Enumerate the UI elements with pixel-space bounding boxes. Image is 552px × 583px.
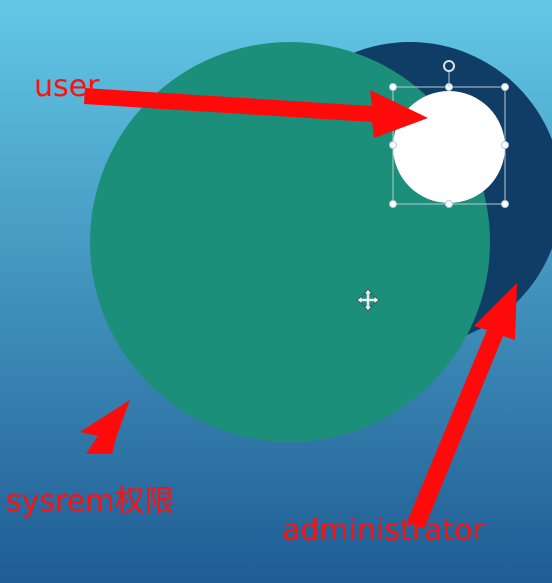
rotate-handle-icon[interactable] — [443, 60, 455, 72]
user-circle[interactable] — [393, 91, 505, 203]
system-permission-circle[interactable] — [90, 42, 490, 442]
system-arrow — [80, 400, 130, 454]
administrator-arrow — [407, 283, 517, 529]
selection-handles[interactable] — [389, 83, 509, 208]
system-permission-label: sysrem权限 — [6, 484, 175, 519]
move-cursor-icon — [356, 288, 380, 312]
user-label: user — [34, 69, 100, 104]
administrator-label: administrator — [282, 513, 485, 548]
user-arrow — [84, 88, 428, 138]
